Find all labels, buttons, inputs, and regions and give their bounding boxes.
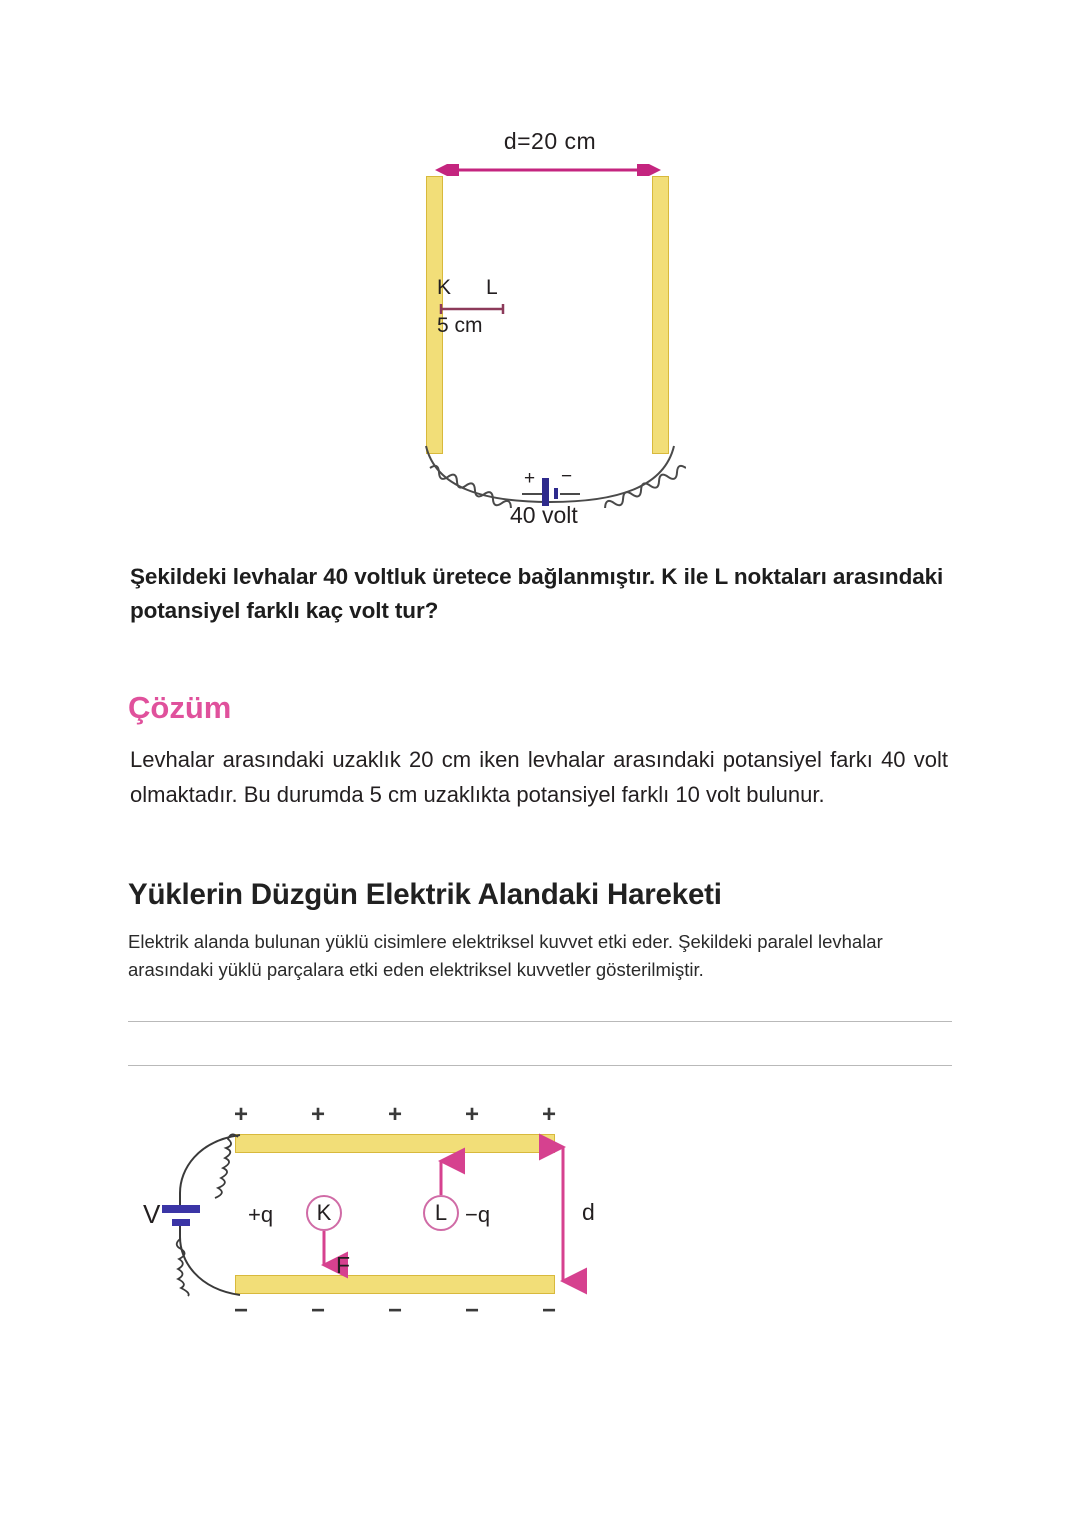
node-l: L	[423, 1195, 459, 1231]
question-text: Şekildeki levhalar 40 voltluk üretece ba…	[130, 564, 944, 623]
kl-measurement-group: K L 5 cm	[437, 276, 527, 346]
section-body-text: Elektrik alanda bulunan yüklü cisimlere …	[128, 931, 883, 980]
point-l-label: L	[486, 276, 498, 299]
minus-sign: −	[541, 1297, 556, 1324]
solution-heading: Çözüm	[128, 690, 232, 725]
force-label: F	[336, 1252, 351, 1278]
minus-sign: −	[310, 1297, 325, 1324]
positive-charge-label: +q	[248, 1202, 274, 1227]
voltage-label: V	[143, 1199, 161, 1229]
node-k: K	[306, 1195, 342, 1231]
plus-sign: +	[541, 1101, 556, 1128]
plus-sign: +	[310, 1101, 325, 1128]
top-plate-sign-row: + + + + +	[230, 1101, 560, 1129]
distance-label: d=20 cm	[503, 128, 597, 154]
plate-bottom	[235, 1275, 555, 1294]
plate-top	[235, 1134, 555, 1153]
distance-arrow-icon	[435, 164, 661, 176]
point-k-label: K	[437, 276, 452, 299]
node-l-label: L	[434, 1200, 448, 1225]
minus-sign: −	[233, 1297, 248, 1324]
solution-text: Levhalar arasındaki uzaklık 20 cm iken l…	[130, 747, 948, 807]
kl-distance-label: 5 cm	[437, 314, 483, 337]
section-title: Yüklerin Düzgün Elektrik Alandaki Hareke…	[128, 878, 722, 911]
divider-top	[128, 1021, 952, 1022]
source-voltage-label: 40 volt	[510, 502, 578, 528]
parallel-plates-vertical-figure: d=20 cm K L 5 cm	[400, 128, 700, 538]
battery-wire-icon	[162, 1133, 241, 1297]
kl-segment-icon	[439, 304, 505, 314]
gap-distance-label: d	[582, 1199, 595, 1225]
node-k-label: K	[316, 1200, 332, 1225]
divider-bottom	[128, 1065, 952, 1066]
plus-sign: +	[387, 1101, 402, 1128]
svg-text:−: −	[561, 466, 572, 487]
plus-sign: +	[464, 1101, 479, 1128]
negative-charge-label: −q	[465, 1202, 491, 1227]
plus-sign: +	[233, 1101, 248, 1128]
battery-circuit-icon: + −	[425, 445, 686, 508]
parallel-plates-horizontal-figure: + + + + + − − − − − V +q −q	[140, 1095, 610, 1335]
minus-sign: −	[387, 1297, 402, 1324]
plate-right	[652, 176, 669, 454]
bottom-plate-sign-row: − − − − −	[230, 1297, 560, 1325]
plate-left	[426, 176, 443, 454]
svg-text:+: +	[524, 468, 535, 489]
minus-sign: −	[464, 1297, 479, 1324]
